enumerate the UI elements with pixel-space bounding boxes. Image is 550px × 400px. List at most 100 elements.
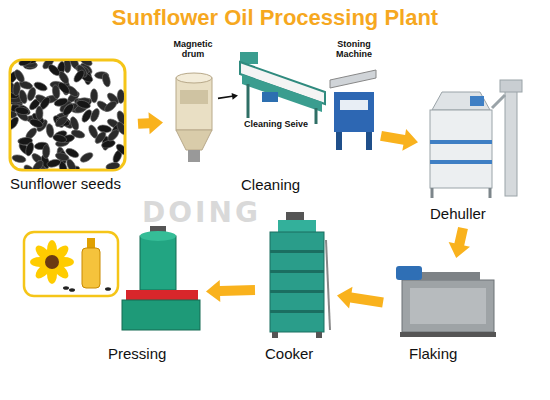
stage-label: Cleaning [241,177,331,194]
dehuller-machine-part [430,140,492,144]
seed-shape [28,117,44,129]
cooker-machine-part [326,240,330,330]
cooker-machine-part [270,232,324,332]
cooker-machine-part [270,310,324,313]
flaking-mill-part [402,280,494,332]
seed-shape [69,116,81,132]
stoning-machine [330,70,376,150]
seed-shape [13,68,26,84]
cooker-machine-part [272,332,278,338]
seed-shape [103,99,118,113]
magnetic-drum-part [180,90,208,104]
seed-shape [76,99,91,110]
dehuller-machine-part [430,110,492,188]
dehuller-machine-part [431,188,434,198]
cooker-machine [270,212,330,338]
flow-arrow [138,112,163,134]
seed-shape [31,159,46,169]
flow-arrow [337,287,384,309]
magnetic-drum-part [188,150,200,162]
seed-shape [89,107,101,123]
seed-shape [37,168,51,169]
stage-label: Dehuller [430,206,540,223]
cleaning-sieve-part [315,108,318,124]
machine-node: Cleaning Seive [238,44,328,134]
seed-shape [18,89,29,104]
dehuller-machine [430,80,522,198]
oil-photo-part [69,288,75,292]
stage-label: Cooker [265,346,337,363]
flaking-mill-part [410,288,486,324]
machine-label: Magnetic drum [168,40,218,60]
seed-shape [65,158,78,169]
stage-node: Cooker [255,212,337,366]
stage-node: Dehuller [418,78,542,228]
oil-press [122,226,200,330]
stoning-machine-part [336,132,342,150]
seed-shape [54,114,69,128]
dehuller-machine-part [489,188,492,198]
stage-label: Flaking [409,346,499,363]
dehuller-machine-part [500,80,522,92]
seed-shape [24,141,35,156]
seed-shape [36,106,43,120]
seed-shape [11,115,20,131]
dehuller-machine-part [492,95,505,108]
seed-shape [78,61,94,68]
cleaning-sieve-part [247,84,250,118]
oil-photo [24,232,118,296]
seed-shape [18,61,34,68]
oil-photo-part [87,238,95,248]
dehuller-machine-part [430,160,492,164]
flaking-mill-part [420,272,480,280]
stoning-machine-part [334,92,374,132]
cooker-machine-part [286,212,304,220]
flow-arrow [380,129,418,151]
stoning-machine-part [366,132,372,150]
dehuller-machine-part [432,92,490,110]
seed-shape [70,129,85,140]
oil-photo-part [105,287,111,291]
cleaning-sieve-part [262,92,278,102]
seed-shape [14,106,29,116]
stage-node: Flaking [383,258,505,366]
cooker-machine-part [270,250,324,253]
seed-shape [72,68,86,84]
seed-shape [79,151,95,164]
stoning-machine-part [330,70,376,88]
watermark: DOING [142,196,261,229]
oil-press-part [140,231,176,241]
seed-shape [114,142,124,157]
flow-arrow [218,93,238,100]
cooker-machine-part [316,332,322,338]
seed-shape [106,128,121,143]
cooker-machine-part [270,270,324,273]
oil-press-part [126,290,198,300]
seed-shape [51,84,60,99]
diagram-title: Sunflower Oil Processing Plant [0,5,550,31]
stage-label: Sunflower seeds [10,176,140,193]
seed-shape [11,154,26,164]
oil-photo-part [45,255,59,269]
oil-photo-part [82,248,100,288]
cleaning-sieve [240,52,325,124]
cooker-machine-part [278,220,316,232]
stoning-machine-part [340,100,368,110]
flaking-mill-part [396,266,422,280]
stage-label: Pressing [108,346,204,363]
seed-pile [11,61,124,169]
flow-arrow [206,280,255,302]
seed-shape [61,102,76,117]
flaking-mill [396,266,496,337]
machine-node: Stoning Machine [330,38,378,154]
oil-press-part [140,236,176,290]
oil-photo-part [63,286,69,290]
stage-node: Cleaning Magnetic drum Cleaning SeiveStoni… [163,36,381,198]
seed-shape [101,72,112,87]
stage-node: Pressing [20,222,206,366]
flow-arrow [449,227,470,258]
seed-shape [90,89,97,103]
